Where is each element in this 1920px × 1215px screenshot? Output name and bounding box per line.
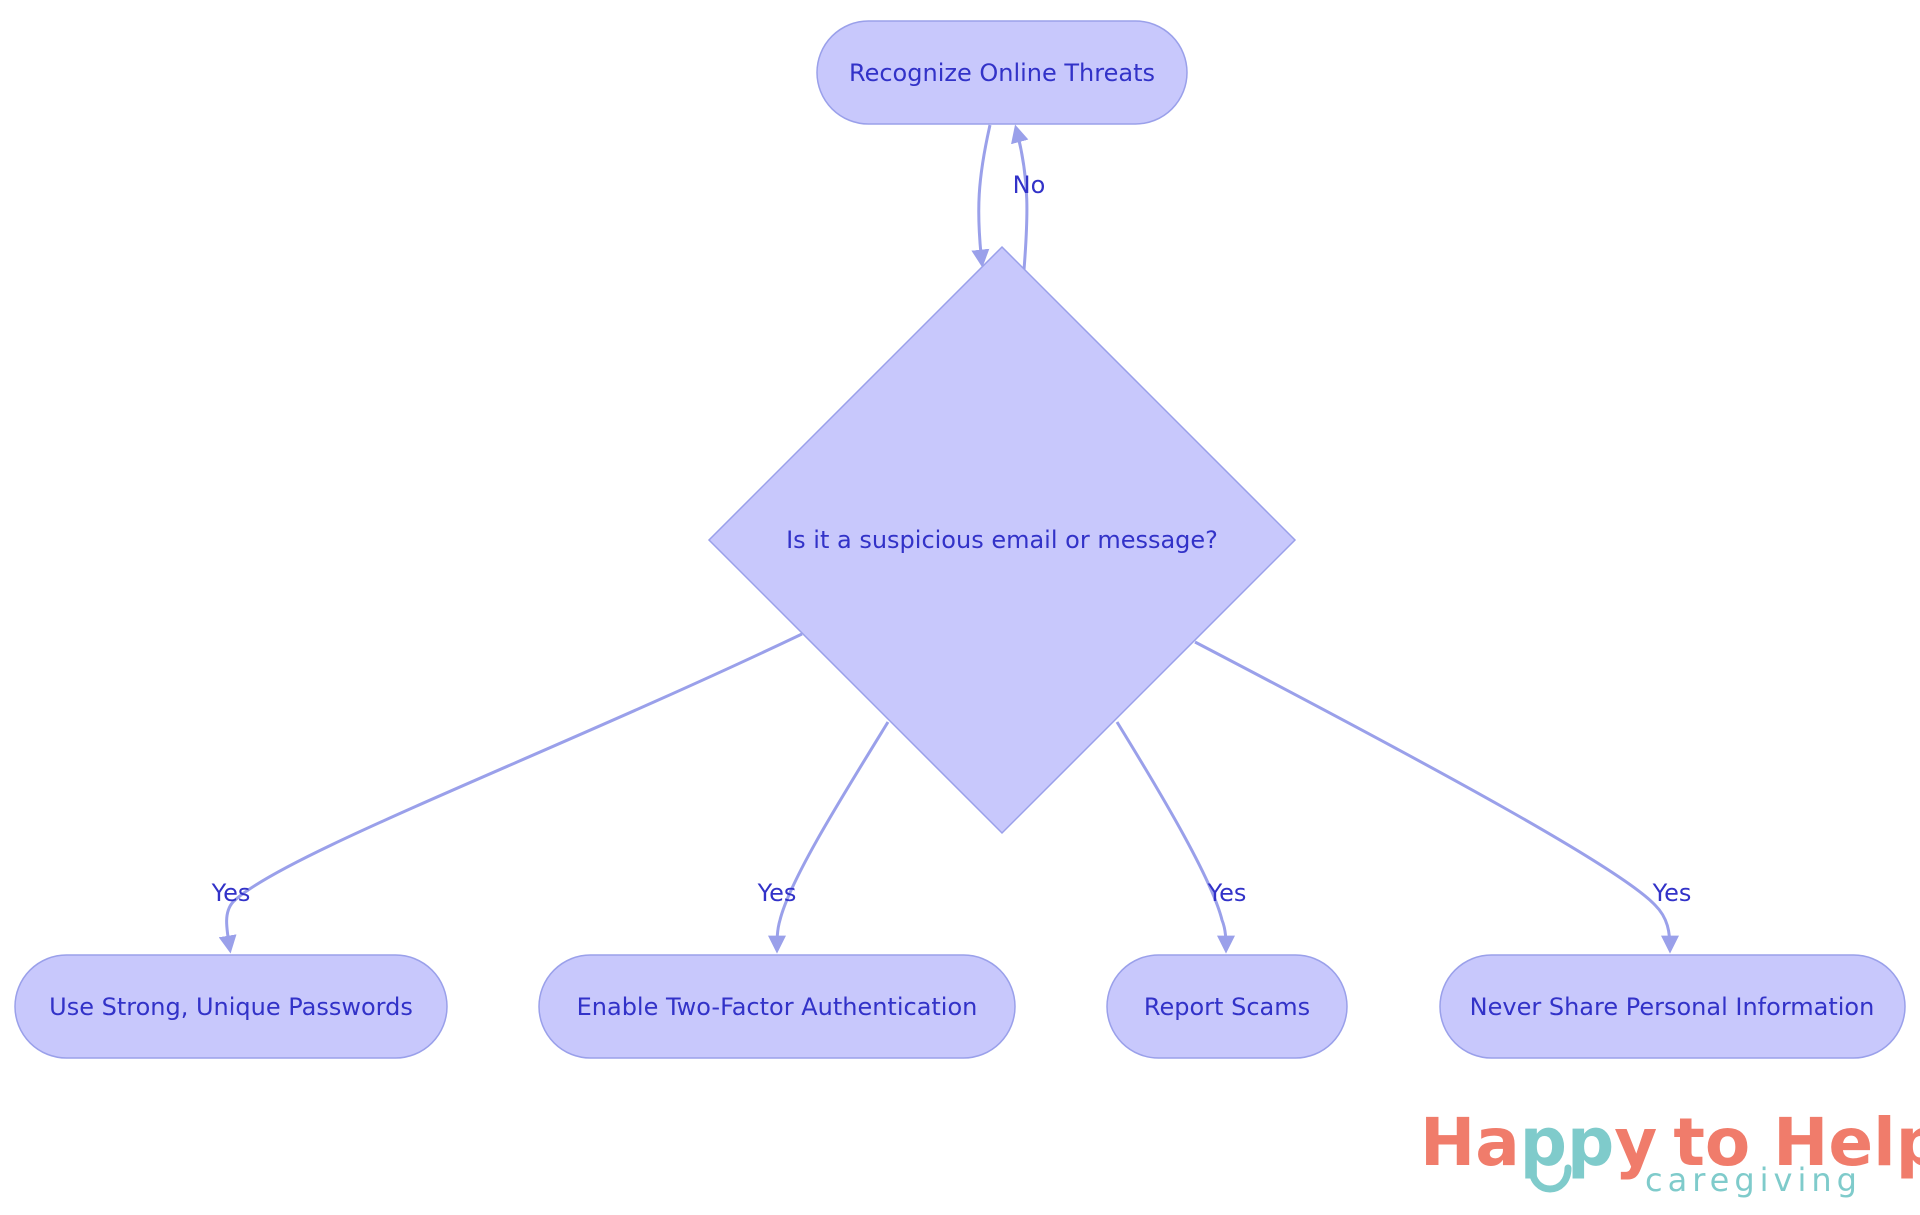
node-report-scams[interactable]: Report Scams (1106, 954, 1348, 1059)
edge-decision-to-two-factor (768, 721, 890, 954)
edge-label-yes-two-factor: Yes (757, 879, 797, 907)
edge-decision-to-passwords (218, 632, 803, 954)
node-recognize-online-threats-label: Recognize Online Threats (849, 59, 1155, 87)
edge-labels: No Yes Yes Yes Yes (211, 171, 1692, 907)
node-enable-two-factor[interactable]: Enable Two-Factor Authentication (538, 954, 1016, 1059)
edge-label-yes-never-share: Yes (1652, 879, 1692, 907)
node-use-strong-passwords-label: Use Strong, Unique Passwords (49, 993, 413, 1021)
edge-label-no: No (1013, 171, 1046, 199)
edge-decision-to-report (1115, 721, 1235, 954)
node-never-share-info-label: Never Share Personal Information (1470, 993, 1875, 1021)
edge-label-yes-report: Yes (1207, 879, 1247, 907)
edge-start-to-decision (971, 124, 992, 268)
node-recognize-online-threats[interactable]: Recognize Online Threats (816, 20, 1188, 125)
node-never-share-info[interactable]: Never Share Personal Information (1439, 954, 1906, 1059)
edge-decision-no-to-start (1011, 124, 1029, 271)
logo-tagline: caregiving (1645, 1161, 1862, 1199)
node-use-strong-passwords[interactable]: Use Strong, Unique Passwords (14, 954, 448, 1059)
node-enable-two-factor-label: Enable Two-Factor Authentication (577, 993, 978, 1021)
logo-smile-icon (1528, 1164, 1572, 1193)
nodes: Recognize Online Threats Is it a suspici… (14, 20, 1906, 1059)
node-decision-suspicious[interactable]: Is it a suspicious email or message? (707, 245, 1297, 835)
node-decision-suspicious-label: Is it a suspicious email or message? (786, 526, 1218, 554)
edge-label-yes-passwords: Yes (211, 879, 251, 907)
edge-decision-to-never-share (1194, 640, 1679, 954)
node-report-scams-label: Report Scams (1144, 993, 1310, 1021)
edges (218, 124, 1679, 954)
